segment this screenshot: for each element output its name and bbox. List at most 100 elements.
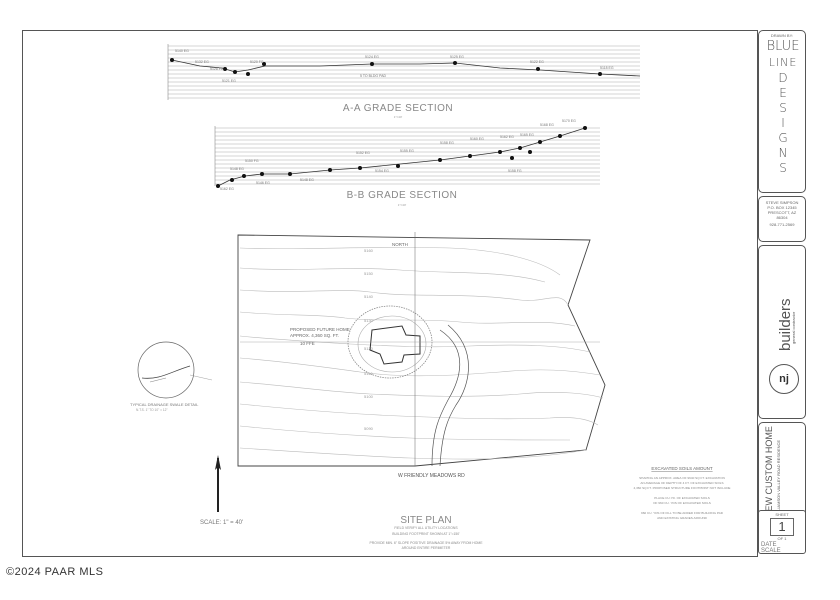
excavation-line: 960 CU. YDS OF FILL TO BE ADDED FOR BUIL… <box>641 511 724 515</box>
svg-text:5150 FG: 5150 FG <box>245 159 259 163</box>
svg-text:5148 EG: 5148 EG <box>300 178 314 182</box>
driveway <box>431 329 461 467</box>
bb-grade-points <box>216 126 587 188</box>
swale-detail-title: TYPICAL DRAINAGE SWALE DETAIL <box>130 402 199 407</box>
excavation-line: OF 960 CU. YDS OF EXCAVATED SOILS <box>653 501 711 505</box>
svg-text:5158 EG: 5158 EG <box>440 141 454 145</box>
svg-text:5155 EG: 5155 EG <box>400 149 414 153</box>
swale-detail-scale: N.T.S. 1" TO 10" = 12" <box>136 408 168 412</box>
svg-text:5150: 5150 <box>364 271 374 276</box>
road-label: W FRIENDLY MEADOWS RD <box>398 473 465 479</box>
svg-text:5160: 5160 <box>364 248 374 253</box>
firm-letter: G <box>778 131 788 145</box>
svg-text:5090: 5090 <box>364 426 374 431</box>
aa-grade-points <box>170 58 602 76</box>
aa-section-title: A-A GRADE SECTION <box>343 103 453 114</box>
svg-text:5125 EG: 5125 EG <box>450 55 464 59</box>
drawing-sheet <box>22 30 758 557</box>
excavation-line: SHAPING AN APPROX. AREA OF 9640 SQ FT. E… <box>639 476 725 480</box>
designer-address-2: PRESCOTT, AZ <box>767 210 797 215</box>
firm-word-2: LINE <box>768 56 798 69</box>
pad-grading <box>357 315 427 373</box>
project-sub: WILLIAMSON VALLEY ROAD RESIDENCE <box>776 439 781 518</box>
svg-text:5162 EG: 5162 EG <box>220 187 234 191</box>
mls-watermark: ©2024 PAAR MLS <box>6 566 104 578</box>
svg-text:5168 EG: 5168 EG <box>540 123 554 127</box>
aa-grade-section <box>167 44 640 100</box>
firm-letter: D <box>778 71 788 85</box>
designer-logo-box: DRAWN BY: BLUE LINE D E S I G N S <box>758 30 806 193</box>
firm-letter: S <box>779 161 787 175</box>
topo-contours <box>239 247 604 460</box>
house-label-2: APPROX. 4,360 SQ. FT. <box>290 333 339 338</box>
project-box: NEW CUSTOM HOME WILLIAMSON VALLEY ROAD R… <box>758 422 806 522</box>
svg-text:5120 FG: 5120 FG <box>250 60 264 64</box>
aa-grade-profile <box>171 59 641 77</box>
svg-text:5128 FG: 5128 FG <box>210 67 224 71</box>
svg-text:5110: 5110 <box>364 371 373 376</box>
sheet-number: 1 <box>770 518 794 536</box>
svg-text:5100: 5100 <box>364 394 374 399</box>
designer-name: STEVE SIMPSON <box>765 200 799 205</box>
svg-text:5118 EG: 5118 EG <box>600 66 614 70</box>
house-label-1: PROPOSED FUTURE HOME <box>290 327 350 332</box>
firm-letter: I <box>781 116 785 130</box>
drainage-swale-detail <box>137 341 213 399</box>
svg-text:5124 EG: 5124 EG <box>365 55 379 59</box>
svg-text:5122 EG: 5122 EG <box>530 60 544 64</box>
builder-logo: nj <box>769 364 799 394</box>
site-note-2: BUILDING FOOTPRINT SHOWN AT 1"=150' <box>392 532 460 536</box>
designer-address-1: P.O. BOX 12345 <box>767 205 797 210</box>
svg-text:5154 EG: 5154 EG <box>375 169 389 173</box>
svg-text:5 TO BLDG PAD: 5 TO BLDG PAD <box>360 74 387 78</box>
excavation-line: AND EXISTING GRADES AROUND <box>657 516 708 520</box>
svg-text:5121 EG: 5121 EG <box>222 79 236 83</box>
svg-text:5152 EG: 5152 EG <box>356 151 370 155</box>
date-label: DATE <box>761 542 777 548</box>
aa-section-scale: 1"=40' <box>394 115 403 119</box>
sheet-label: SHEET <box>775 512 789 517</box>
scale-label: SCALE <box>761 548 781 554</box>
north-boundary-label: NORTH <box>392 242 408 247</box>
excavation-title: EXCAVATED SOILS AMOUNT <box>651 466 713 471</box>
designer-phone: 928-771-2569 <box>769 222 795 227</box>
firm-logo: BLUE LINE D E S I G N S <box>763 39 803 176</box>
svg-text:5140 EG: 5140 EG <box>175 49 189 53</box>
svg-text:5130: 5130 <box>364 318 374 323</box>
site-note-1: FIELD VERIFY ALL UTILITY LOCATIONS <box>394 526 458 530</box>
builder-logo-box: nj builders general contractor <box>758 245 806 419</box>
site-note-4: AROUND ENTIRE PERIMETER <box>402 546 451 550</box>
excavation-line: PLACE CU.YD. OF EXCAVATED SOILS <box>654 496 710 500</box>
svg-text:5162 EG: 5162 EG <box>500 135 514 139</box>
house-label-3: 10 FFE <box>300 341 315 346</box>
firm-letter: E <box>779 86 787 100</box>
firm-letter: S <box>779 101 787 115</box>
excavation-line: 4,360 SQ FT. PROPOSED STRUCTURE FOOTPRIN… <box>633 486 730 490</box>
sheet-of: OF 1 <box>777 536 787 541</box>
bb-section-title: B-B GRADE SECTION <box>347 190 458 201</box>
svg-text:5146 EG: 5146 EG <box>256 181 270 185</box>
designer-info-box: STEVE SIMPSON P.O. BOX 12345 PRESCOTT, A… <box>758 196 806 242</box>
firm-word-1: BLUE <box>766 39 800 54</box>
svg-text:5132 EG: 5132 EG <box>195 60 209 64</box>
firm-letter: N <box>778 146 788 160</box>
drawn-by-label: DRAWN BY: <box>770 33 794 38</box>
designer-address-3: 86304 <box>776 215 788 220</box>
north-arrow-icon <box>215 455 221 512</box>
bb-grade-section <box>214 126 600 186</box>
house-footprint <box>369 325 421 365</box>
sheet-box: SHEET 1 OF 1 DATE SCALE <box>758 510 806 554</box>
property-boundary <box>237 234 606 467</box>
project-title: NEW CUSTOM HOME <box>764 426 774 518</box>
bb-grade-profile <box>217 127 586 187</box>
svg-text:5148 EG: 5148 EG <box>230 167 244 171</box>
bb-section-scale: 1"=40' <box>398 203 407 207</box>
site-note-3: PROVIDE MIN. 6" SLOPE POSITIVE DRAINAGE … <box>370 541 484 545</box>
svg-text:5165 EG: 5165 EG <box>520 133 534 137</box>
svg-text:5158 FG: 5158 FG <box>508 169 522 173</box>
svg-text:5140: 5140 <box>364 294 374 299</box>
excavation-line: AN AVERAGE OF DEPTH OF 4 FT. OF EXCAVATE… <box>640 481 723 485</box>
